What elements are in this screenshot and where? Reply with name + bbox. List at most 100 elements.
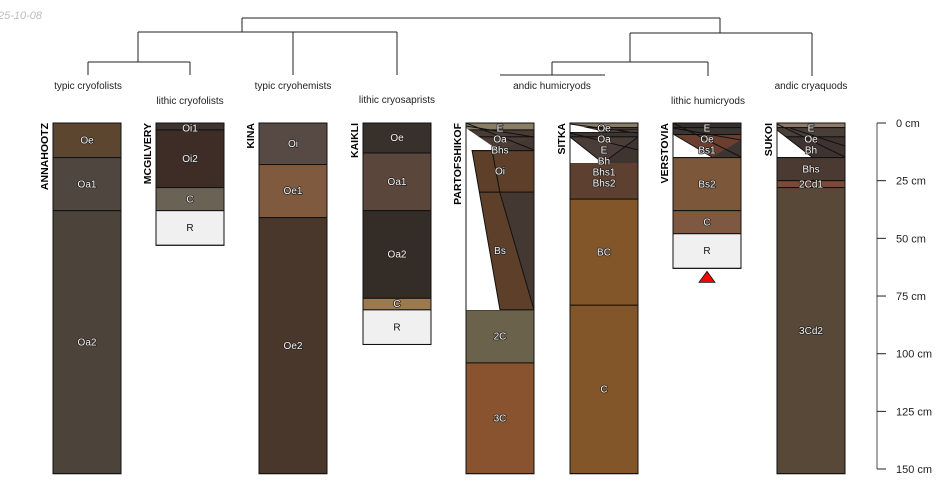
profile-name: MCGILVERY — [142, 123, 154, 184]
horizon-label: Oe — [80, 135, 94, 146]
boundary-line — [602, 136, 639, 164]
depth-tick-label: 125 cm — [896, 406, 932, 418]
horizon-label: Oa1 — [388, 177, 407, 188]
profile-outline — [776, 122, 846, 475]
horizon-label: 3C — [494, 413, 507, 424]
horizon-label: Bs2 — [698, 179, 716, 190]
horizon-label: Oe1 — [284, 186, 303, 197]
horizon-label: C — [703, 217, 710, 228]
horizon-label: 2C — [494, 332, 507, 343]
boundary-line — [776, 129, 813, 158]
horizon-label: Bhs — [491, 146, 508, 157]
boundary-line — [569, 136, 604, 164]
profile-outline — [672, 122, 742, 269]
profile-name: ANNAHOOTZ — [39, 122, 51, 190]
horizon-label: Bs — [494, 246, 506, 257]
horizon-label: E — [601, 146, 608, 157]
boundary-shape — [712, 140, 741, 157]
horizon-label: Oe — [804, 135, 818, 146]
horizon-label: C — [186, 194, 193, 205]
boundary-line — [672, 122, 742, 158]
horizon-label: E — [497, 124, 504, 135]
depth-tick-label: 150 cm — [896, 464, 932, 476]
profile-outline — [258, 122, 328, 475]
horizon-label: Oi2 — [182, 154, 198, 165]
taxon-label: typic cryohemists — [255, 81, 332, 92]
horizon-label: Oa1 — [78, 179, 97, 190]
horizon-label: Oa2 — [78, 337, 97, 348]
horizon-label: Oe2 — [284, 341, 303, 352]
horizon-oe2 — [258, 217, 328, 475]
horizon-label: E — [704, 124, 711, 135]
horizon-label: Bhs2 — [593, 179, 616, 190]
date-watermark: 25-10-08 — [0, 10, 43, 22]
horizon-r — [362, 309, 432, 345]
boundary-line — [491, 149, 501, 194]
horizon-label: R — [186, 223, 193, 234]
boundary-line — [672, 127, 742, 141]
taxon-label: lithic cryosaprists — [359, 95, 435, 106]
boundary-line — [672, 133, 713, 158]
horizon-label: R — [393, 322, 400, 333]
boundary-shape — [466, 128, 500, 310]
horizon-label: C — [393, 299, 400, 310]
horizon-2c — [465, 309, 535, 364]
boundary-shape — [570, 124, 605, 132]
boundary-line — [569, 123, 639, 134]
boundary-line — [499, 192, 535, 311]
horizon-label: E — [808, 124, 815, 135]
profile-name: KAIKLI — [349, 123, 361, 158]
horizon-label: R — [703, 246, 710, 257]
profile-outline — [52, 122, 122, 475]
truncation-marker-icon — [698, 270, 716, 283]
horizon-label: Oa2 — [388, 250, 407, 261]
horizon-label: Bhs1 — [593, 168, 616, 179]
depth-tick-label: 75 cm — [896, 291, 926, 303]
boundary-line — [789, 127, 846, 147]
horizon-label: 2Cd1 — [799, 179, 823, 190]
horizon-label: Bs1 — [698, 146, 716, 157]
horizon-label: Bh — [598, 157, 610, 168]
depth-tick-label: 50 cm — [896, 233, 926, 245]
boundary-line — [569, 132, 639, 151]
profile-outline — [569, 122, 639, 475]
horizon-label: Oi1 — [182, 124, 198, 135]
horizon-bc — [569, 198, 639, 306]
horizon-label: Oe — [390, 133, 404, 144]
horizon-label: Oi — [288, 139, 298, 150]
horizon-label: Oa — [493, 135, 507, 146]
horizon-label: Oi — [495, 167, 505, 178]
horizon-label: C — [600, 385, 607, 396]
profile-name: PARTOFSHIKOF — [452, 122, 464, 204]
horizon-label: Oe — [700, 135, 714, 146]
boundary-line — [776, 123, 846, 158]
profile-outline — [465, 122, 535, 475]
taxon-label: typic cryofolists — [54, 81, 122, 92]
boundary-line — [471, 149, 501, 311]
horizon-label: BC — [597, 247, 611, 258]
profile-name: KINA — [245, 123, 257, 149]
profile-name: SUKOI — [763, 123, 775, 156]
profile-name: VERSTOVIA — [659, 123, 671, 184]
horizon-label: 3Cd2 — [799, 326, 823, 337]
horizon-label: Oa — [597, 135, 611, 146]
profile-name: SITKA — [556, 123, 568, 155]
taxon-label: andic cryaquods — [775, 81, 848, 92]
horizon-label: Bhs — [802, 164, 819, 175]
boundary-line — [465, 125, 535, 138]
taxonomy-labels: typic cryofolists lithic cryofolists typ… — [54, 81, 847, 107]
taxon-label: andic humicryods — [513, 81, 591, 92]
taxon-label: lithic humicryods — [671, 96, 745, 107]
horizon-label: Oe — [597, 124, 611, 135]
dendrogram — [87, 17, 813, 76]
